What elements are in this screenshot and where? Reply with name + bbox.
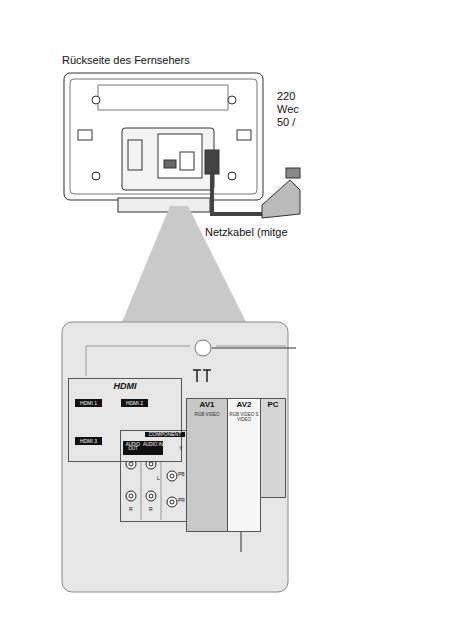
signal-list: RGB VIDEO S VIDEO: [228, 413, 260, 422]
channel-label: L: [157, 476, 160, 482]
port-name: AUDIO IN: [143, 443, 163, 448]
port-label: AUDIO IN: [143, 441, 163, 455]
port-label: HDMI 2: [121, 399, 148, 407]
port-name: AV1: [187, 401, 227, 409]
port-name: HDMI 1: [75, 401, 102, 406]
port-name: PC: [261, 401, 285, 409]
ground-symbol: [193, 370, 211, 382]
signal-label: Y: [179, 446, 182, 452]
port-label: AUDIO OUT: [123, 441, 143, 455]
pc-socket-group: PC: [260, 398, 286, 498]
port-name: HDMI: [69, 382, 181, 391]
connector-panel: [62, 322, 288, 592]
power-spec: 50 /: [277, 116, 295, 128]
port-name: AUDIO OUT: [123, 443, 143, 452]
zoom-wedge: [122, 206, 246, 322]
port-label: HDMI 1: [75, 399, 102, 407]
signal-list: RGB VIDEO: [187, 413, 227, 418]
leader-line: [212, 348, 296, 349]
signal-label: PR: [178, 498, 185, 504]
mount-hole: [195, 340, 211, 356]
av2-socket-group: AV2RGB VIDEO S VIDEO: [227, 398, 261, 532]
cable-label: Netzkabel (mitge: [205, 226, 288, 238]
channel-label: R: [149, 507, 153, 513]
channel-label: R: [129, 507, 133, 513]
tv-rear: [64, 73, 300, 218]
port-name: AV2: [228, 401, 260, 409]
power-spec: Wec: [277, 103, 299, 115]
port-name: COMPONENT: [145, 432, 185, 437]
av1-socket-group: AV1RGB VIDEO: [186, 398, 228, 532]
port-name: HDMI 2: [121, 401, 148, 406]
port-label: HDMI 3: [75, 437, 102, 445]
port-name: HDMI 3: [75, 439, 102, 444]
heading: Rückseite des Fernsehers: [62, 54, 190, 66]
leader-line: [241, 531, 242, 552]
signal-label: PB: [178, 472, 185, 478]
power-spec: 220: [277, 90, 295, 102]
